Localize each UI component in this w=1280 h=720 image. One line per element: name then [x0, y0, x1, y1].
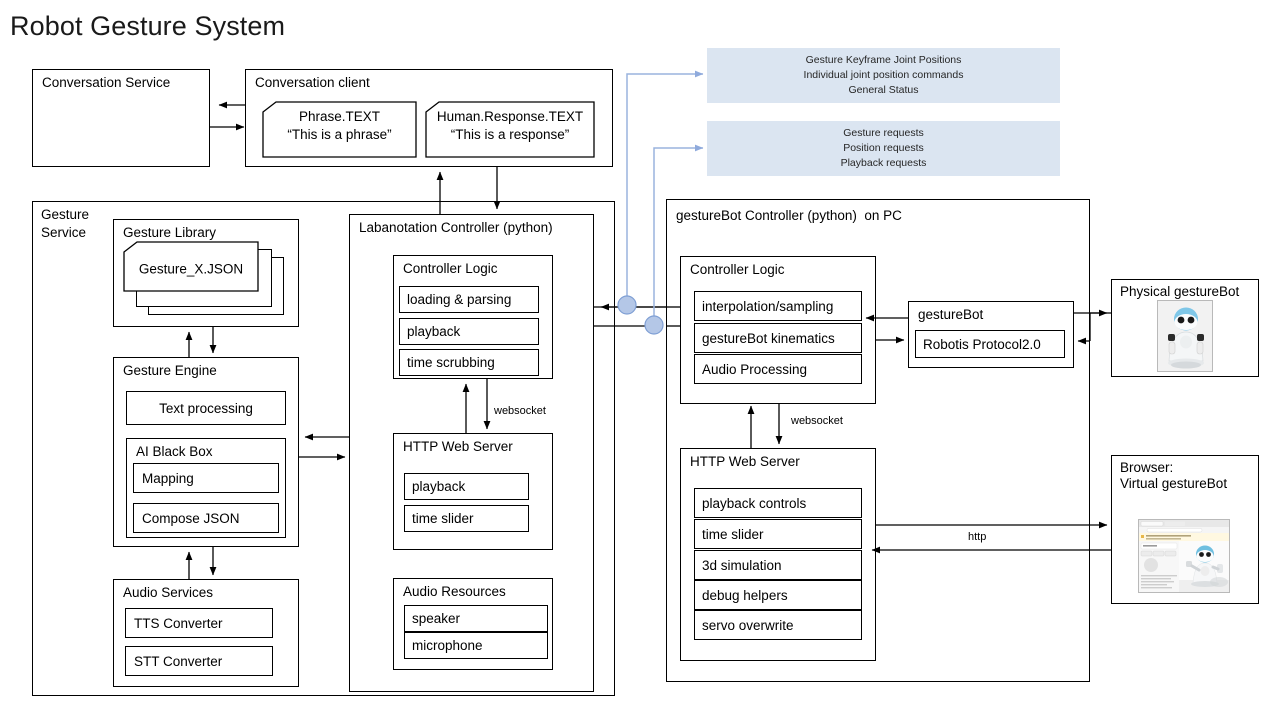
browser-screenshot [1138, 519, 1230, 593]
gb-websocket-label: websocket [789, 415, 845, 427]
note-line: General Status [848, 84, 919, 96]
interpolation-sampling-box[interactable]: interpolation/sampling [694, 291, 862, 321]
laban-time-slider-box[interactable]: time slider [404, 505, 529, 532]
playback-controls-box[interactable]: playback controls [694, 488, 862, 518]
gesturebot-kinematics-box[interactable]: gestureBot kinematics [694, 323, 862, 353]
phrase-text-doc-text: Phrase.TEXT “This is a phrase” [262, 109, 417, 142]
text-processing-box[interactable]: Text processing [126, 391, 286, 425]
note-line: Playback requests [840, 157, 927, 169]
servo-overwrite-box[interactable]: servo overwrite [694, 610, 862, 640]
note-line: Position requests [843, 142, 924, 154]
labanotation-controller-label: Labanotation Controller (python) [359, 220, 553, 235]
robotis-protocol-box[interactable]: Robotis Protocol2.0 [915, 330, 1065, 358]
laban-websocket-label: websocket [492, 405, 548, 417]
audio-services-label: Audio Services [123, 585, 214, 600]
gesturebot-controller-label: gestureBot Controller (python) on PC [676, 208, 902, 223]
gesture-engine-label: Gesture Engine [123, 363, 217, 378]
conversation-service-label: Conversation Service [42, 75, 171, 90]
connector-dot-lower [644, 315, 664, 335]
doc-line1: Phrase.TEXT [298, 109, 381, 124]
microphone-box[interactable]: microphone [404, 632, 548, 659]
note-requests: Gesture requests Position requests Playb… [707, 121, 1060, 176]
mapping-box[interactable]: Mapping [133, 463, 279, 493]
note-line: Individual joint position commands [803, 69, 964, 81]
laban-playback-box[interactable]: playback [404, 473, 529, 500]
gesturebot-node-label: gestureBot [918, 307, 984, 322]
note-line: Gesture Keyframe Joint Positions [805, 54, 962, 66]
speaker-box[interactable]: speaker [404, 605, 548, 632]
laban-controller-logic-label: Controller Logic [403, 261, 498, 276]
note-joint-positions: Gesture Keyframe Joint Positions Individ… [707, 48, 1060, 103]
human-response-doc-text: Human.Response.TEXT “This is a response” [425, 109, 595, 142]
doc-line2: “This is a phrase” [287, 127, 392, 142]
audio-resources-label: Audio Resources [403, 584, 506, 599]
gesture-json-doc[interactable]: Gesture_X.JSON [123, 241, 259, 292]
time-scrubbing-box[interactable]: time scrubbing [399, 349, 539, 376]
gb-time-slider-box[interactable]: time slider [694, 519, 862, 549]
playback-box[interactable]: playback [399, 318, 539, 345]
connector-dot-upper [617, 295, 637, 315]
gesture-library-label: Gesture Library [123, 225, 217, 240]
phrase-text-doc[interactable]: Phrase.TEXT “This is a phrase” [262, 101, 417, 158]
3d-simulation-box[interactable]: 3d simulation [694, 550, 862, 580]
loading-parsing-box[interactable]: loading & parsing [399, 286, 539, 313]
ai-black-box-label: AI Black Box [136, 444, 213, 459]
page-title: Robot Gesture System [10, 11, 286, 41]
browser-label: Browser: Virtual gestureBot [1120, 460, 1228, 491]
note-line: Gesture requests [843, 127, 924, 139]
http-edge-label: http [966, 531, 989, 543]
laban-http-web-server-label: HTTP Web Server [403, 439, 513, 454]
doc-line1: Human.Response.TEXT [436, 109, 584, 124]
conversation-service-box[interactable]: Conversation Service [32, 69, 210, 167]
physical-gesturebot-label: Physical gestureBot [1120, 284, 1240, 299]
gesture-json-label: Gesture_X.JSON [138, 261, 244, 277]
gb-http-web-server-label: HTTP Web Server [690, 454, 800, 469]
audio-processing-box[interactable]: Audio Processing [694, 354, 862, 384]
gb-controller-logic-label: Controller Logic [690, 262, 785, 277]
compose-json-box[interactable]: Compose JSON [133, 503, 279, 533]
debug-helpers-box[interactable]: debug helpers [694, 580, 862, 610]
physical-gesturebot-photo [1157, 300, 1213, 372]
gesture-service-label: Gesture Service [41, 207, 90, 240]
conversation-client-label: Conversation client [255, 75, 370, 90]
human-response-text-doc[interactable]: Human.Response.TEXT “This is a response” [425, 101, 595, 158]
stt-converter-box[interactable]: STT Converter [125, 646, 273, 676]
doc-line2: “This is a response” [450, 127, 570, 142]
tts-converter-box[interactable]: TTS Converter [125, 608, 273, 638]
